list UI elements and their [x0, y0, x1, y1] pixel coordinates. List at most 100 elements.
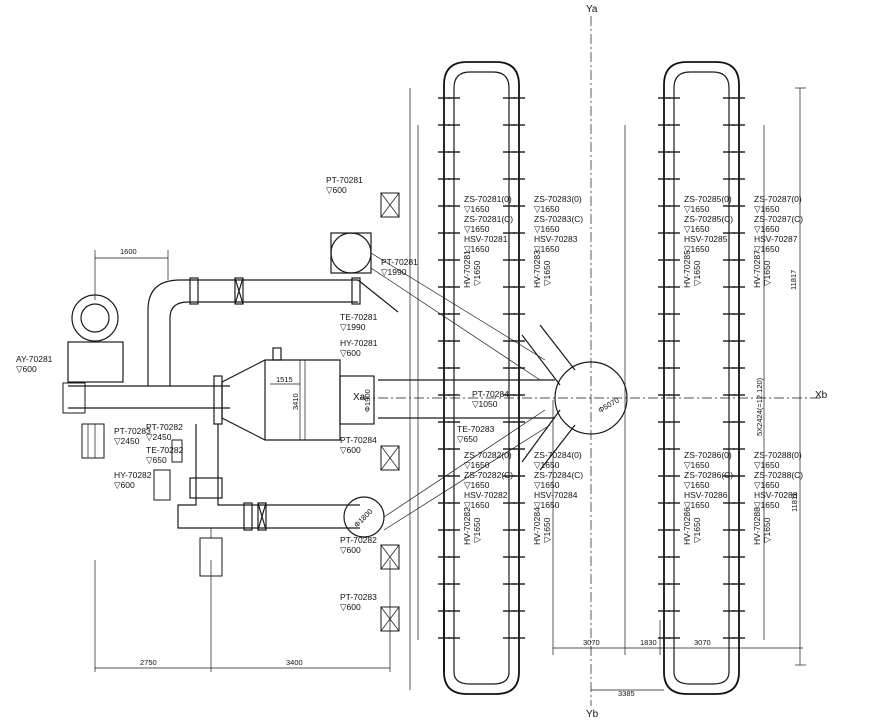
battery-2-loop	[663, 61, 740, 695]
instrument-tag-elevation: ▽1650	[754, 244, 780, 254]
instrument-tag-id: PT-70281	[326, 175, 363, 185]
instrument-tag-elevation: ▽600	[340, 348, 361, 358]
dim-11811: 11811	[790, 492, 799, 512]
instrument-tag-id: TE-70282	[146, 445, 184, 455]
instrument-tag-elevation: ▽2450	[114, 436, 140, 446]
instrument-tag-elevation: ▽1650	[684, 244, 710, 254]
instrument-tag-elevation: ▽1650	[534, 500, 560, 510]
valve-tag-elevation: ▽1650	[542, 517, 552, 543]
instrument-tag-id: HSV-70283	[534, 234, 578, 244]
instrument-tag-elevation: ▽600	[340, 602, 361, 612]
valve-tag-elevation: ▽1650	[472, 517, 482, 543]
instrument-tag-elevation: ▽1650	[684, 460, 710, 470]
axis-lines	[360, 16, 820, 706]
instrument-tag-id: HSV-70282	[464, 490, 508, 500]
valve-tag-id: HV-70288	[752, 507, 762, 545]
instrument-tag-id: PT-70282	[340, 535, 377, 545]
instrument-tag-id: TE-70281	[340, 312, 378, 322]
instrument-tag-elevation: ▽600	[340, 545, 361, 555]
dim-1515: 1515	[276, 375, 293, 384]
instrument-tag-elevation: ▽1650	[754, 480, 780, 490]
instrument-tag-elevation: ▽1650	[754, 500, 780, 510]
instrument-tag-id: HSV-70288	[754, 490, 798, 500]
dim-3410: 3410	[291, 393, 300, 410]
instrument-tag-elevation: ▽1650	[754, 204, 780, 214]
battery-1-loop	[443, 61, 520, 695]
valve-tag-id: HV-70283	[532, 250, 542, 288]
instrument-tag-elevation: ▽1650	[464, 204, 490, 214]
instrument-tag-id: HSV-70287	[754, 234, 798, 244]
instrument-tag-id: ZS-70281(0)	[464, 194, 512, 204]
dim-1900: Φ1900	[363, 389, 372, 412]
instrument-tag-id: PT-70283	[340, 592, 377, 602]
instrument-tag-elevation: ▽1650	[464, 500, 490, 510]
instrument-tag-id: ZS-70284(0)	[534, 450, 582, 460]
dim-1800: Φ1800	[352, 507, 374, 529]
instrument-tag-elevation: ▽1990	[340, 322, 366, 332]
dim-5x2424: 5X2424(=12.120)	[755, 377, 764, 436]
instrument-tag-elevation: ▽1990	[381, 267, 407, 277]
instrument-tag-elevation: ▽1650	[534, 224, 560, 234]
instrument-tag-id: HSV-70284	[534, 490, 578, 500]
instrument-tag-elevation: ▽1650	[684, 204, 710, 214]
instrument-tag-id: ZS-70283(C)	[534, 214, 583, 224]
dim-3400: 3400	[286, 658, 303, 667]
instrument-tag-elevation: ▽650	[457, 434, 478, 444]
valve-tag-elevation: ▽1650	[472, 260, 482, 286]
instrument-tag-elevation: ▽1650	[534, 460, 560, 470]
dim-11817: 11817	[789, 270, 798, 290]
instrument-tag-elevation: ▽1650	[754, 224, 780, 234]
instrument-tag-id: ZS-70284(C)	[534, 470, 583, 480]
instrument-tag-id: PT-70281	[381, 257, 418, 267]
instrument-tag-id: AY-70281	[16, 354, 53, 364]
instrument-tag-id: ZS-70288(0)	[754, 450, 802, 460]
instrument-tag-elevation: ▽1650	[464, 224, 490, 234]
instrument-tag-id: HY-70282	[114, 470, 152, 480]
instrument-tag-elevation: ▽600	[114, 480, 135, 490]
instrument-tag-id: PT-70284	[472, 389, 509, 399]
instrument-tag-elevation: ▽1650	[534, 244, 560, 254]
instrument-tag-id: PT-70282	[146, 422, 183, 432]
distribution-header	[378, 324, 628, 471]
instrument-tag-id: HY-70281	[340, 338, 378, 348]
dim-5070: Φ5070	[597, 396, 621, 415]
axis-yb-label: Yb	[586, 709, 599, 719]
instrument-tag-id: HSV-70285	[684, 234, 728, 244]
battery-1-flanges	[438, 97, 525, 639]
instrument-tag-elevation: ▽1650	[534, 204, 560, 214]
instrument-tag-id: ZS-70285(0)	[684, 194, 732, 204]
axis-xb-label: Xb	[815, 390, 828, 401]
instrument-tag-id: ZS-70288(C)	[754, 470, 803, 480]
instrument-tag-id: PT-70283	[114, 426, 151, 436]
dim-1600: 1600	[120, 247, 137, 256]
damper-circles	[330, 232, 551, 538]
valve-tag-elevation: ▽1650	[762, 260, 772, 286]
instrument-boxes	[153, 192, 400, 632]
battery-2-flanges	[658, 97, 745, 639]
instrument-tag-elevation: ▽600	[340, 445, 361, 455]
instrument-tag-id: ZS-70282(C)	[464, 470, 513, 480]
instrument-tag-elevation: ▽1650	[684, 480, 710, 490]
outlet-duct	[177, 424, 360, 577]
valve-tag-id: HV-70282	[462, 507, 472, 545]
instrument-tag-elevation: ▽1650	[464, 480, 490, 490]
valve-tag-elevation: ▽1650	[692, 517, 702, 543]
instrument-tag-id: ZS-70286(C)	[684, 470, 733, 480]
valve-tag-id: HV-70286	[682, 507, 692, 545]
instrument-tag-id: ZS-70285(C)	[684, 214, 733, 224]
instrument-tag-id: ZS-70283(0)	[534, 194, 582, 204]
dim-3070a: 3070	[583, 638, 600, 647]
instrument-tag-elevation: ▽1650	[534, 480, 560, 490]
inlet-duct	[68, 277, 399, 409]
dimension-lines	[94, 87, 806, 691]
instrument-tag-elevation: ▽1650	[684, 500, 710, 510]
instrument-tag-elevation: ▽600	[16, 364, 37, 374]
valve-tag-id: HV-70284	[532, 507, 542, 545]
instrument-tag-elevation: ▽650	[146, 455, 167, 465]
valve-tag-id: HV-70281	[462, 250, 472, 288]
instrument-tag-id: HSV-70286	[684, 490, 728, 500]
instrument-tag-id: HSV-70281	[464, 234, 508, 244]
